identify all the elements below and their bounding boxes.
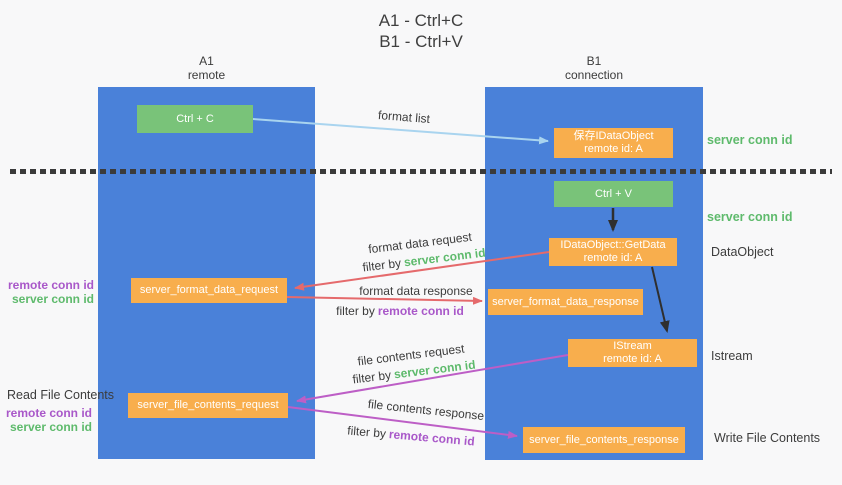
remote-conn-id-left-1: remote conn id — [7, 278, 94, 292]
title-line-2: B1 - Ctrl+V — [379, 32, 463, 51]
filter-by-text: filter by — [351, 367, 392, 387]
session-divider-dotted-line — [10, 169, 832, 174]
istream-node: IStream remote id: A — [568, 339, 697, 367]
lifeline-header-b1: B1 connection — [485, 54, 703, 82]
idataobject-getdata-line2: remote id: A — [583, 252, 643, 264]
lifeline-a1-role: remote — [187, 68, 226, 82]
server-format-data-response-node: server_format_data_response — [488, 289, 643, 315]
server-conn-id-left-1: server conn id — [11, 291, 94, 306]
server-conn-id-right-top: server conn id — [707, 133, 793, 147]
ctrl-c-label: Ctrl + C — [176, 112, 214, 125]
server-file-contents-request-node: server_file_contents_request — [128, 393, 288, 418]
filter-by-text: filter by — [336, 304, 375, 318]
server-format-data-response-label: server_format_data_response — [492, 295, 639, 308]
server-conn-id-left-2: server conn id — [9, 419, 92, 434]
save-idataobject-line2: remote id: A — [584, 143, 643, 155]
format-list-label: format list — [377, 107, 431, 127]
istream-line2: remote id: A — [603, 353, 662, 365]
title-line-1: A1 - Ctrl+C — [378, 11, 464, 30]
save-idataobject-node: 保存IDataObject remote id: A — [554, 128, 673, 158]
lifeline-b1-role: connection — [564, 68, 624, 82]
lifeline-header-a1: A1 remote — [98, 54, 315, 82]
istream-side-label: Istream — [711, 349, 753, 363]
ctrl-c-node: Ctrl + C — [137, 105, 253, 133]
remote-conn-id-left-2: remote conn id — [5, 406, 92, 420]
idataobject-getdata-line1: IDataObject::GetData — [560, 239, 666, 251]
server-file-contents-response-label: server_file_contents_response — [529, 433, 679, 446]
conn-id-pair-format: remote conn id server conn id — [0, 278, 94, 306]
save-idataobject-line1: 保存IDataObject — [573, 130, 654, 142]
istream-line1: IStream — [613, 340, 652, 352]
filter-by-text: filter by — [361, 255, 402, 275]
filter-by-text: filter by — [346, 423, 387, 441]
lifeline-b1-name: B1 — [586, 54, 602, 68]
ctrl-v-label: Ctrl + V — [595, 187, 632, 200]
format-data-response-label: format data response — [359, 284, 473, 298]
remote-conn-id-text: remote conn id — [388, 427, 476, 449]
read-file-contents-label: Read File Contents — [7, 388, 115, 402]
server-format-data-request-node: server_format_data_request — [131, 278, 287, 303]
idataobject-getdata-node: IDataObject::GetData remote id: A — [549, 238, 677, 266]
write-file-contents-label: Write File Contents — [714, 431, 821, 445]
lifeline-a1-name: A1 — [199, 54, 214, 68]
remote-conn-id-text: remote conn id — [377, 304, 464, 318]
dataobject-label: DataObject — [711, 245, 774, 259]
conn-id-pair-file: remote conn id server conn id — [0, 406, 92, 434]
diagram-title: A1 - Ctrl+C B1 - Ctrl+V — [0, 10, 842, 52]
server-conn-id-right-mid: server conn id — [707, 210, 793, 224]
server-file-contents-response-node: server_file_contents_response — [523, 427, 685, 453]
server-format-data-request-label: server_format_data_request — [139, 284, 279, 296]
server-file-contents-request-label: server_file_contents_request — [137, 399, 279, 411]
ctrl-v-node: Ctrl + V — [554, 181, 673, 207]
file-contents-response-label: file contents response — [367, 396, 485, 424]
